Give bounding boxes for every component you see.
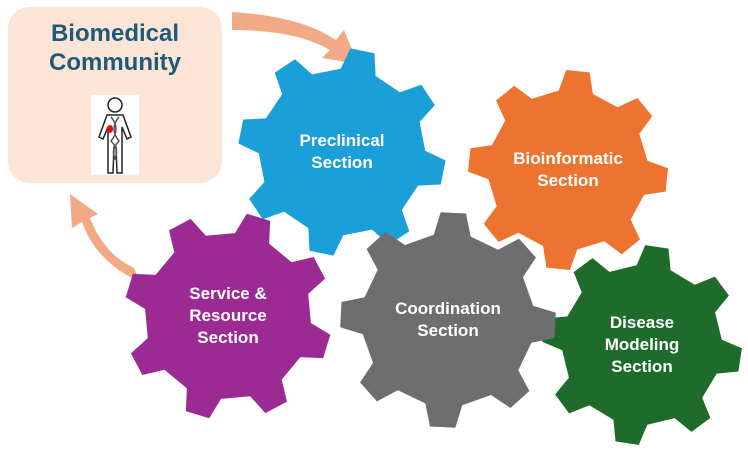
gear-disease [542,245,742,445]
gear-bioinformatic [468,70,668,270]
gear-service [125,213,331,419]
community-title: Biomedical Community [49,20,181,76]
human-dna-icon [91,95,139,175]
arrow-community-to-preclinical [232,12,358,64]
arrow-service-to-community [70,194,140,282]
biomedical-community-box: Biomedical Community [8,7,222,183]
gear-preclinical [238,48,446,256]
gear-coordination [340,212,556,428]
